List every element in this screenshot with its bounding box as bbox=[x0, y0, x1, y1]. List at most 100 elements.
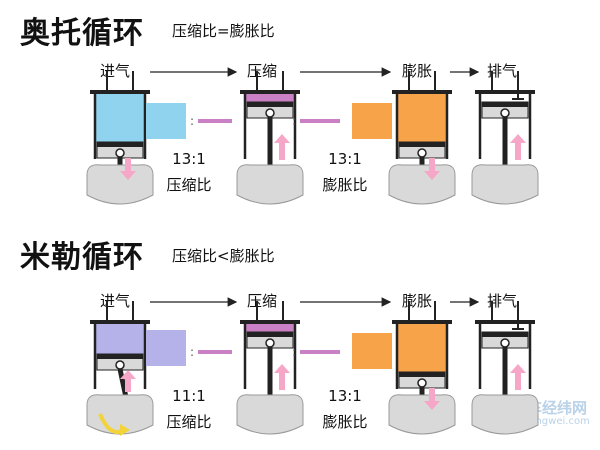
otto-compression-up-arrow-shaft bbox=[279, 143, 285, 160]
miller-exhaust-engine-cylinder-head bbox=[475, 320, 535, 324]
otto-exhaust-engine-cylinder-head bbox=[475, 90, 535, 94]
miller-compression-engine-cylinder-head bbox=[240, 320, 300, 324]
otto-exhaust-engine-wrist-pin bbox=[500, 108, 510, 118]
miller-compression-engine-crankcase bbox=[236, 394, 304, 435]
miller-intake-gas bbox=[146, 330, 186, 366]
miller-compression-ratio-value: 11:1 bbox=[172, 387, 206, 405]
miller-compression-ratio: 11:1 压缩比 bbox=[154, 383, 224, 435]
miller-compressed-bar bbox=[198, 350, 232, 354]
otto-compression-ratio-value: 13:1 bbox=[172, 150, 206, 168]
miller-intake-up-arrow-head bbox=[120, 370, 136, 379]
miller-expansion-gas bbox=[352, 333, 392, 369]
otto-expansion-ratio: 13:1 膨胀比 bbox=[310, 146, 380, 198]
miller-stage-exhaust: 排气 bbox=[487, 292, 518, 310]
miller-compression-up-arrow-head bbox=[274, 364, 290, 373]
miller-compressed-bar-colon: : bbox=[190, 345, 194, 359]
otto-expansion-gas bbox=[352, 103, 392, 139]
miller-intake-up-arrow-shaft bbox=[125, 379, 131, 392]
otto-expansion-engine-wrist-pin bbox=[417, 148, 427, 158]
miller-subtitle: 压缩比<膨胀比 bbox=[172, 247, 275, 265]
otto-compression-engine-crankcase bbox=[236, 164, 304, 205]
otto-intake-engine-wrist-pin bbox=[115, 148, 125, 158]
miller-exhaust-engine-crankcase bbox=[471, 394, 539, 435]
miller-expansion-ratio-value: 13:1 bbox=[328, 387, 362, 405]
otto-compression-up-arrow bbox=[274, 134, 290, 160]
miller-expansion-engine-cylinder-head bbox=[392, 320, 452, 324]
otto-intake-gas bbox=[146, 103, 186, 139]
otto-expansion-bar bbox=[300, 119, 340, 123]
miller-intake-up-arrow bbox=[120, 370, 136, 392]
otto-compression-ratio-label: 压缩比 bbox=[166, 176, 212, 194]
otto-intake-down-arrow-head bbox=[120, 171, 136, 180]
miller-expansion-engine-crankcase bbox=[388, 394, 456, 435]
otto-exhaust-engine-piston-ring bbox=[482, 102, 528, 107]
otto-expansion-bar-colon: : bbox=[292, 114, 296, 128]
otto-compression-engine-piston-ring bbox=[247, 102, 293, 107]
otto-expansion-engine bbox=[388, 71, 456, 205]
otto-intake-down-arrow-shaft bbox=[125, 158, 131, 171]
miller-compression-engine bbox=[236, 301, 304, 435]
miller-expansion-down-arrow bbox=[424, 388, 440, 410]
otto-compression-engine-chamber bbox=[245, 94, 295, 102]
otto-compression-up-arrow-head bbox=[274, 134, 290, 143]
otto-expansion-ratio-value: 13:1 bbox=[328, 150, 362, 168]
miller-exhaust-engine bbox=[471, 301, 539, 435]
miller-exhaust-up-arrow-head bbox=[510, 364, 526, 373]
miller-compression-engine-wrist-pin bbox=[265, 338, 275, 348]
miller-title: 米勒循环 bbox=[20, 240, 144, 275]
otto-intake-engine-cylinder-head bbox=[90, 90, 150, 94]
miller-exhaust-up-arrow-shaft bbox=[515, 373, 521, 390]
miller-exhaust-engine-piston-ring bbox=[482, 332, 528, 337]
otto-stage-compression: 压缩 bbox=[247, 62, 278, 80]
miller-compression-up-arrow-shaft bbox=[279, 373, 285, 390]
otto-expansion-down-arrow-shaft bbox=[429, 158, 435, 171]
miller-intake-engine-chamber bbox=[95, 324, 145, 354]
miller-intake-engine-cylinder-head bbox=[90, 320, 150, 324]
miller-expansion-bar bbox=[300, 350, 340, 354]
miller-compression-engine-chamber bbox=[245, 324, 295, 332]
otto-exhaust-up-arrow bbox=[510, 134, 526, 160]
otto-exhaust-engine bbox=[471, 71, 539, 205]
otto-stage-exhaust: 排气 bbox=[487, 62, 518, 80]
otto-expansion-engine-crankcase bbox=[388, 164, 456, 205]
miller-exhaust-engine-wrist-pin bbox=[500, 338, 510, 348]
otto-intake-engine-chamber bbox=[95, 94, 145, 142]
otto-compressed-bar-colon: : bbox=[190, 114, 194, 128]
otto-expansion-ratio-label: 膨胀比 bbox=[322, 176, 368, 194]
otto-compression-ratio: 13:1 压缩比 bbox=[154, 146, 224, 198]
miller-expansion-engine-wrist-pin bbox=[417, 378, 427, 388]
otto-intake-engine-crankcase bbox=[86, 164, 154, 205]
otto-intake-engine bbox=[86, 71, 154, 205]
otto-compression-engine-cylinder-head bbox=[240, 90, 300, 94]
otto-exhaust-up-arrow-shaft bbox=[515, 143, 521, 160]
otto-expansion-engine-piston-ring bbox=[399, 142, 445, 147]
miller-expansion-engine bbox=[388, 301, 456, 435]
otto-expansion-down-arrow bbox=[424, 158, 440, 180]
otto-compression-engine bbox=[236, 71, 304, 205]
otto-intake-engine-piston-ring bbox=[97, 142, 143, 147]
otto-compression-engine-wrist-pin bbox=[265, 108, 275, 118]
miller-expansion-bar-colon: : bbox=[292, 345, 296, 359]
otto-exhaust-up-arrow-head bbox=[510, 134, 526, 143]
otto-expansion-engine-chamber bbox=[397, 94, 447, 142]
otto-intake-down-arrow bbox=[120, 158, 136, 180]
otto-compressed-bar bbox=[198, 119, 232, 123]
miller-compression-up-arrow bbox=[274, 364, 290, 390]
otto-expansion-down-arrow-head bbox=[424, 171, 440, 180]
otto-exhaust-engine-crankcase bbox=[471, 164, 539, 205]
miller-expansion-ratio: 13:1 膨胀比 bbox=[310, 383, 380, 435]
miller-expansion-engine-piston-ring bbox=[399, 372, 445, 377]
miller-exhaust-up-arrow bbox=[510, 364, 526, 390]
otto-expansion-engine-cylinder-head bbox=[392, 90, 452, 94]
miller-stage-compression: 压缩 bbox=[247, 292, 278, 310]
miller-expansion-ratio-label: 膨胀比 bbox=[322, 413, 368, 431]
miller-expansion-down-arrow-head bbox=[424, 401, 440, 410]
miller-intake-engine-piston-ring bbox=[97, 354, 143, 359]
miller-expansion-down-arrow-shaft bbox=[429, 388, 435, 401]
miller-compression-ratio-label: 压缩比 bbox=[166, 413, 212, 431]
miller-expansion-engine-chamber bbox=[397, 324, 447, 372]
miller-compression-engine-piston-ring bbox=[247, 332, 293, 337]
miller-intake-engine bbox=[86, 301, 154, 435]
miller-intake-engine-wrist-pin bbox=[115, 360, 125, 370]
